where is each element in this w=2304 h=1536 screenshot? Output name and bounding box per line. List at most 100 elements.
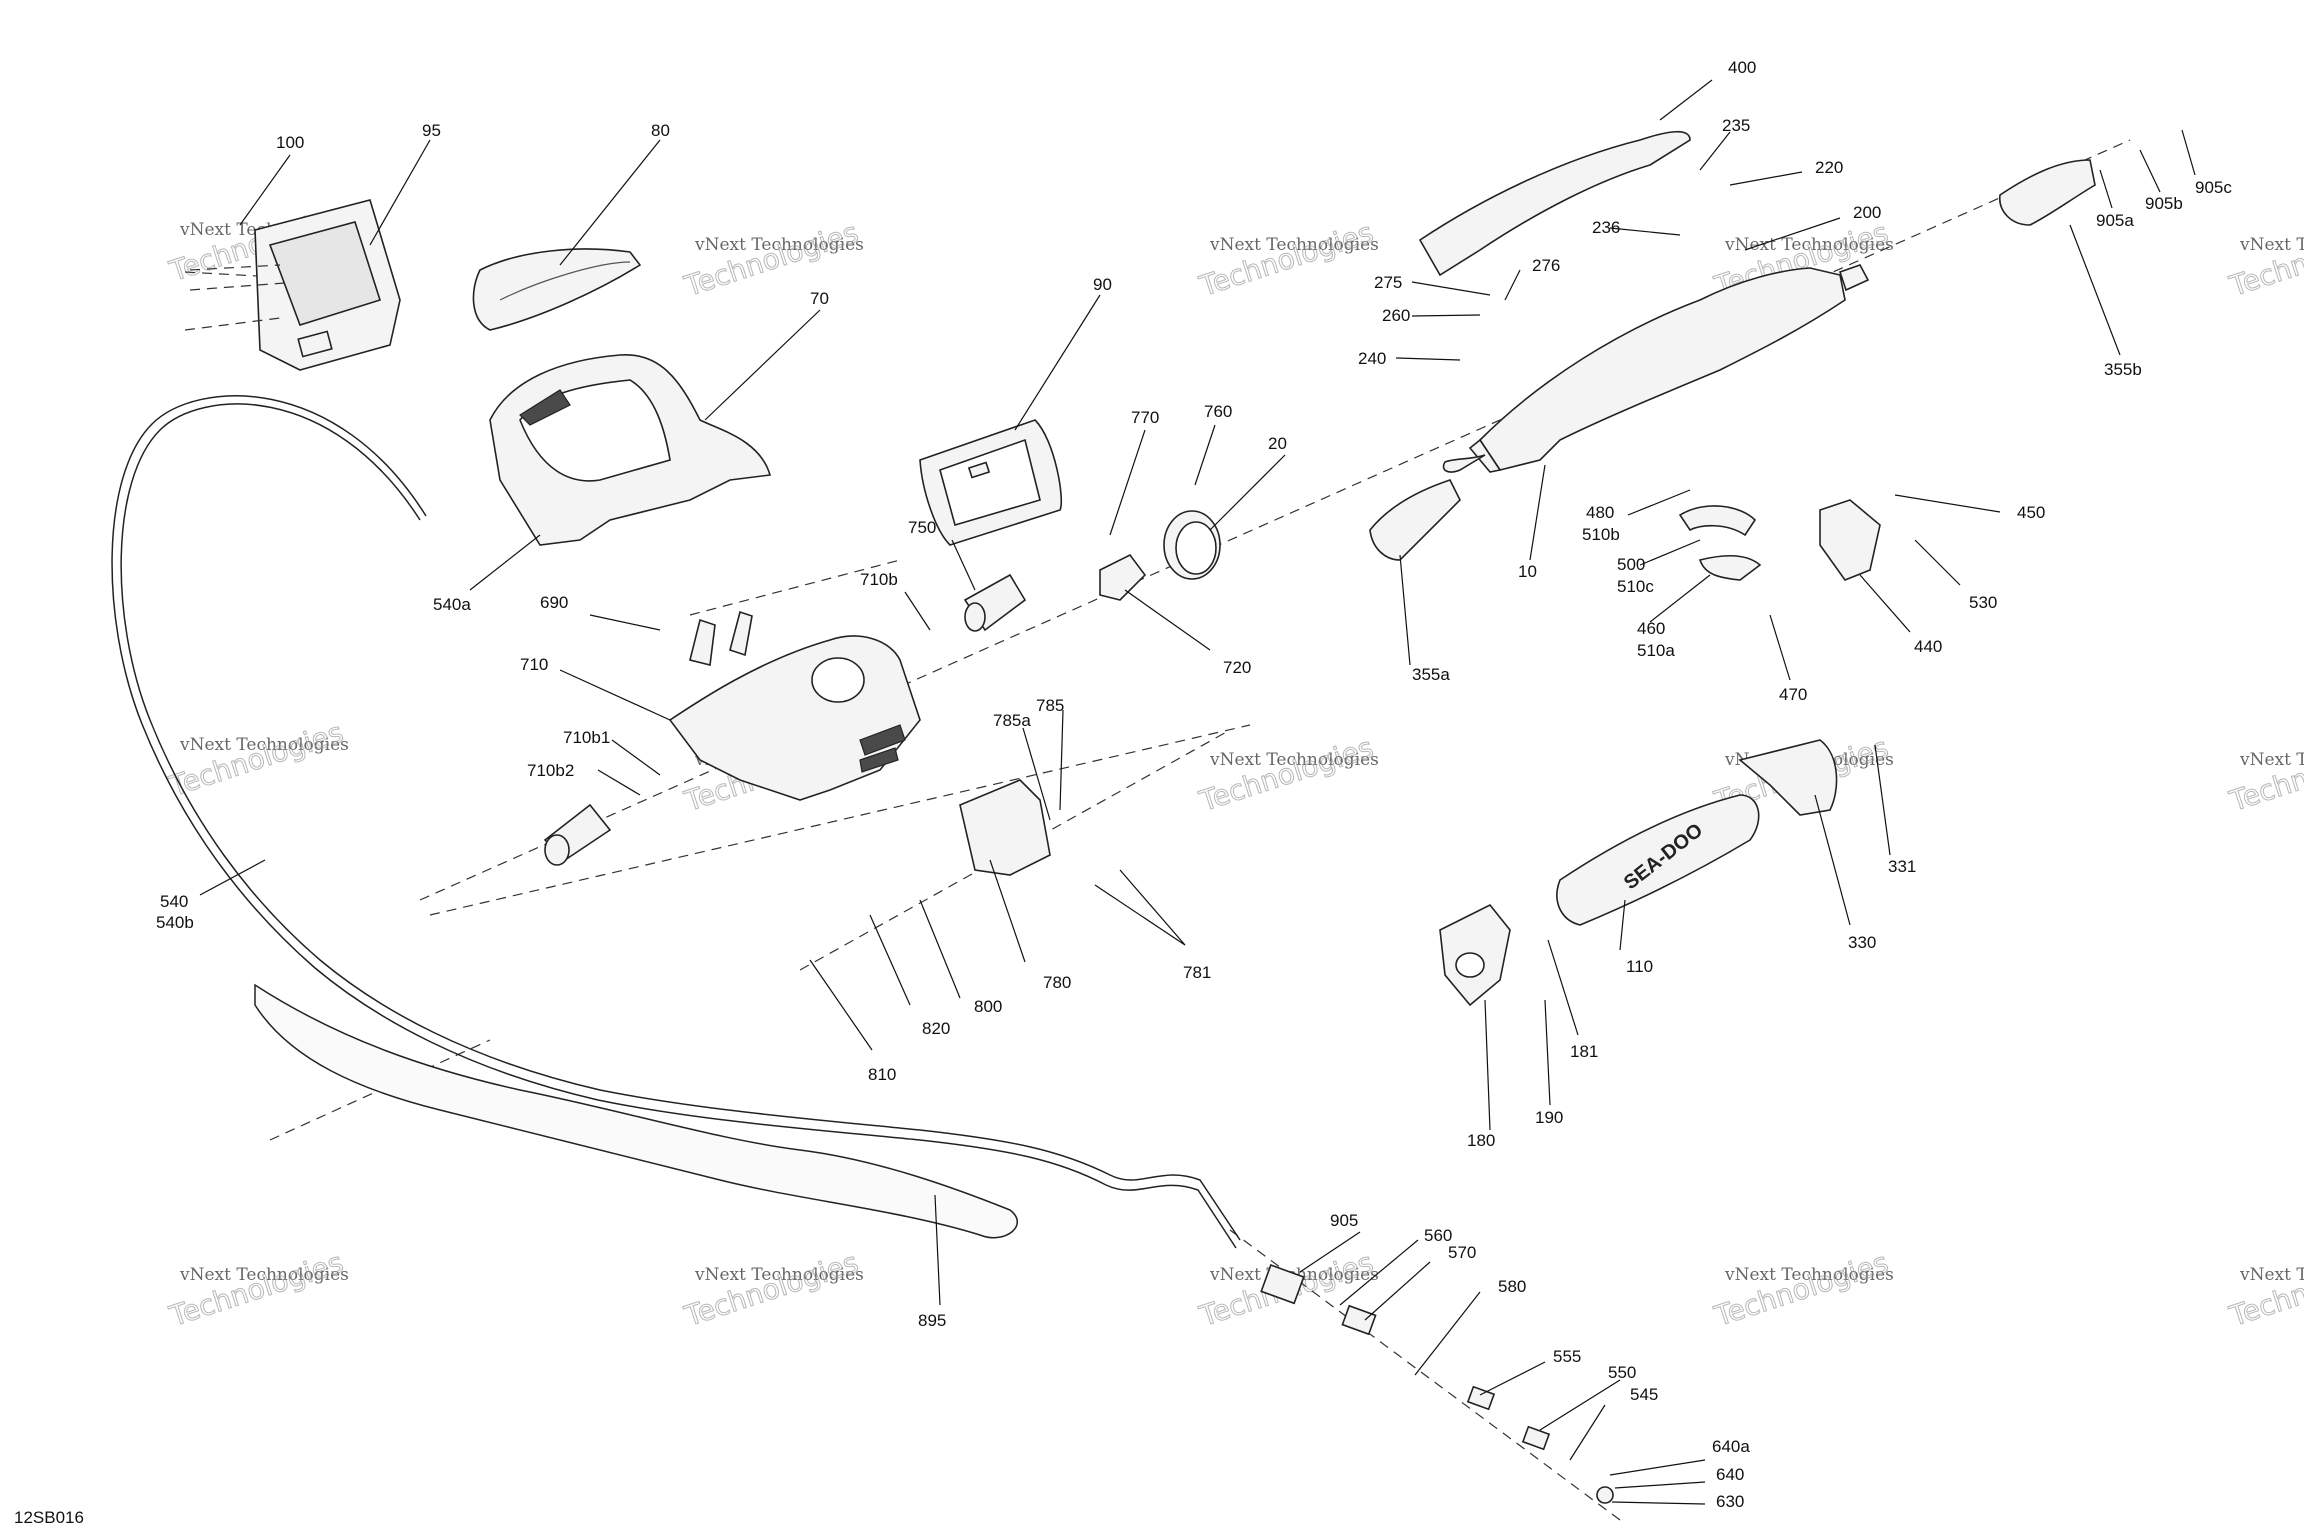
callout-235: 235: [1722, 116, 1750, 135]
callout-100: 100: [276, 133, 304, 152]
callout-550: 550: [1608, 1363, 1636, 1382]
callout-80: 80: [651, 121, 670, 140]
grip-355a: [1369, 479, 1461, 561]
callout-580: 580: [1498, 1277, 1526, 1296]
callout-780: 780: [1043, 973, 1071, 992]
leader-lines: [199, 79, 2196, 1505]
callout-500: 500: [1617, 555, 1645, 574]
watermark: vNext Technologies Technologies: [2224, 1245, 2304, 1333]
diagram-code: 12SB016: [14, 1508, 84, 1527]
svg-text:Technologies: Technologies: [165, 716, 347, 803]
handle-180: [1439, 903, 1511, 1007]
svg-text:vNext Technologies: vNext Technologies: [179, 735, 349, 755]
callout-110: 110: [1626, 957, 1653, 976]
boot-710b2: [543, 803, 612, 866]
callout-190: 190: [1535, 1108, 1563, 1127]
watermark: vNext Technologies Technologies: [164, 1245, 349, 1333]
watermark: vNext Technologies Technologies: [1194, 215, 1379, 303]
callout-400: 400: [1728, 58, 1756, 77]
callout-630: 630: [1716, 1492, 1744, 1511]
callout-331: 331: [1888, 857, 1916, 876]
watermark: vNext Technologies Technologies: [2224, 215, 2304, 303]
callout-450: 450: [2017, 503, 2045, 522]
callout-276: 276: [1532, 256, 1560, 275]
callout-760: 760: [1204, 402, 1232, 421]
callout-720: 720: [1223, 658, 1251, 677]
clamp-500: [1678, 505, 1762, 581]
watermark: vNext Technologies Technologies: [1194, 730, 1379, 818]
callout-905c: 905c: [2195, 178, 2232, 197]
svg-text:vNext Technologies: vNext Technologies: [179, 1265, 349, 1285]
watermark: vNext Technologies Technologies: [1709, 1245, 1894, 1333]
svg-text:vNext Technologies: vNext Technologies: [1209, 750, 1379, 770]
callout-905b: 905b: [2145, 194, 2183, 213]
callout-510a: 510a: [1637, 641, 1675, 660]
callout-181: 181: [1570, 1042, 1598, 1061]
svg-text:Technologies: Technologies: [1710, 1246, 1892, 1333]
callout-895: 895: [918, 1311, 946, 1330]
svg-text:Technologies: Technologies: [2225, 731, 2304, 818]
watermark: vNext Technologies Technologies: [164, 715, 349, 803]
bracket-95: [184, 199, 401, 371]
callout-810: 810: [868, 1065, 896, 1084]
callout-275: 275: [1374, 273, 1402, 292]
callout-90: 90: [1093, 275, 1112, 294]
callout-510c: 510c: [1617, 577, 1654, 596]
watermark: vNext Technologies Technologies: [679, 1245, 863, 1333]
ring-20: [1163, 510, 1221, 580]
callout-labels: 100 95 80 70 90 770 760 20 750 710b 720 …: [156, 58, 2232, 1511]
callout-545: 545: [1630, 1385, 1658, 1404]
cover-110: SEA-DOO: [1556, 794, 1760, 926]
svg-text:Technologies: Technologies: [680, 1246, 862, 1333]
cover-80: [472, 248, 642, 331]
callout-820: 820: [922, 1019, 950, 1038]
callout-220: 220: [1815, 158, 1843, 177]
callout-236: 236: [1592, 218, 1620, 237]
callout-440: 440: [1914, 637, 1942, 656]
callout-510b: 510b: [1582, 525, 1620, 544]
callout-330: 330: [1848, 933, 1876, 952]
callout-470: 470: [1779, 685, 1807, 704]
callout-640a: 640a: [1712, 1437, 1750, 1456]
switch-housing-780: [959, 779, 1051, 876]
callout-750: 750: [908, 518, 936, 537]
callout-10: 10: [1518, 562, 1537, 581]
svg-text:vNext Technologies: vNext Technologies: [2239, 750, 2304, 770]
callout-770: 770: [1131, 408, 1159, 427]
cable-540: [111, 395, 1241, 1249]
clip-720: [1099, 553, 1147, 601]
watermark: vNext Technologies Technologies: [679, 215, 864, 303]
callout-710b2: 710b2: [527, 761, 574, 780]
callout-460: 460: [1637, 619, 1665, 638]
grip-355b: [1999, 159, 2096, 226]
callout-560: 560: [1424, 1226, 1452, 1245]
callout-781: 781: [1183, 963, 1211, 982]
svg-text:vNext Technologies: vNext Technologies: [2239, 1265, 2304, 1285]
callout-20: 20: [1268, 434, 1287, 453]
svg-text:vNext Technologies: vNext Technologies: [694, 235, 864, 255]
display-90: [919, 419, 1063, 546]
svg-text:Technologies: Technologies: [165, 1246, 347, 1333]
housing-710: [668, 610, 921, 801]
fittings-lower: [1260, 1264, 1614, 1504]
callout-570: 570: [1448, 1243, 1476, 1262]
callout-785: 785: [1036, 696, 1064, 715]
svg-text:vNext Technologies: vNext Technologies: [1724, 235, 1894, 255]
callout-800: 800: [974, 997, 1002, 1016]
callout-355a: 355a: [1412, 665, 1450, 684]
callout-710b: 710b: [860, 570, 898, 589]
bezel-70: [489, 354, 772, 546]
callout-555: 555: [1553, 1347, 1581, 1366]
callout-200: 200: [1853, 203, 1881, 222]
callout-480: 480: [1586, 503, 1614, 522]
watermark: vNext Technologies Technologies: [2224, 730, 2304, 818]
svg-text:vNext Technologies: vNext Technologies: [2239, 235, 2304, 255]
callout-905: 905: [1330, 1211, 1358, 1230]
callout-540a: 540a: [433, 595, 471, 614]
callout-640: 640: [1716, 1465, 1744, 1484]
svg-text:vNext Technologies: vNext Technologies: [1209, 235, 1379, 255]
callout-710b1: 710b1: [563, 728, 610, 747]
watermarks: vNext Technologies Technologies vNext Te…: [164, 200, 2304, 1333]
svg-text:vNext Technologies: vNext Technologies: [1724, 1265, 1894, 1285]
callout-260: 260: [1382, 306, 1410, 325]
